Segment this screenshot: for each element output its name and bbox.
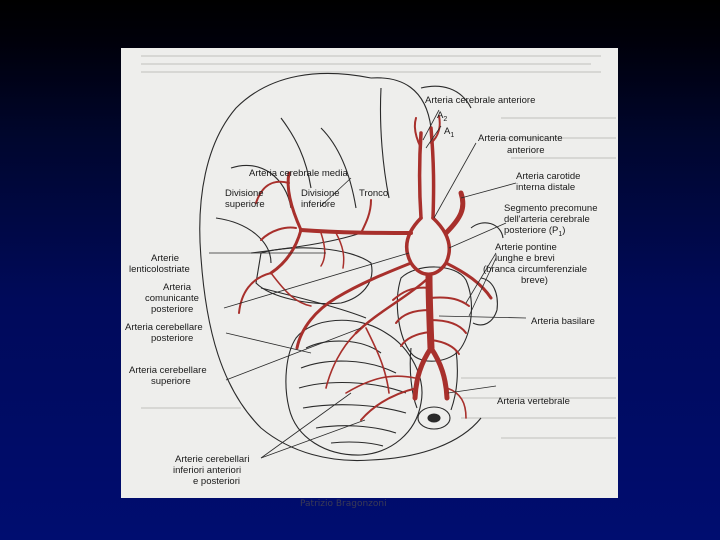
label-tronco: Tronco xyxy=(359,188,388,199)
label-carotide-2: interna distale xyxy=(516,182,575,193)
label-cerebrale-anteriore: Arteria cerebrale anteriore xyxy=(425,95,535,106)
label-lenticolostriate-2: lenticolostriate xyxy=(129,264,190,275)
label-segmento-2: dell'arteria cerebrale xyxy=(504,214,590,225)
background-text-lines xyxy=(141,55,616,439)
label-div-superiore-2: superiore xyxy=(225,199,265,210)
arteries xyxy=(238,115,493,421)
label-comunicante-anteriore-1: Arteria comunicante xyxy=(478,133,562,144)
footer-author: Patrizio Bragonzoni xyxy=(300,499,387,509)
label-cerebellari-1: Arterie cerebellari xyxy=(175,454,249,465)
brain-arteries-figure: Arteria cerebrale anteriore A2 A1 Arteri… xyxy=(121,48,618,498)
label-comunicante-posteriore-3: posteriore xyxy=(151,304,193,315)
leader-lines xyxy=(209,109,527,459)
label-a1: A1 xyxy=(444,126,454,139)
label-cerebellare-posteriore-2: posteriore xyxy=(151,333,193,344)
brain-outline xyxy=(199,72,504,462)
label-cerebellare-superiore-1: Arteria cerebellare xyxy=(129,365,207,376)
label-vertebrale: Arteria vertebrale xyxy=(497,396,570,407)
label-comunicante-posteriore-1: Arteria xyxy=(163,282,192,293)
label-cerebellare-posteriore-1: Arteria cerebellare xyxy=(125,322,203,333)
label-comunicante-posteriore-2: comunicante xyxy=(145,293,199,304)
label-pontine-1: Arterie pontine xyxy=(495,242,557,253)
label-cerebellare-superiore-2: superiore xyxy=(151,376,191,387)
label-div-superiore-1: Divisione xyxy=(225,188,264,199)
label-segmento-1: Segmento precomune xyxy=(504,203,597,214)
label-cerebrale-media: Arteria cerebrale media xyxy=(249,168,348,179)
label-carotide-1: Arteria carotide xyxy=(516,171,580,182)
label-div-inferiore-2: inferiore xyxy=(301,199,335,210)
label-comunicante-anteriore-2: anteriore xyxy=(507,145,545,156)
label-pontine-3: (branca circumferenziale xyxy=(483,264,587,275)
labels: Arteria cerebrale anteriore A2 A1 Arteri… xyxy=(125,95,597,487)
label-div-inferiore-1: Divisione xyxy=(301,188,340,199)
label-cerebellari-2: inferiori anteriori xyxy=(173,465,241,476)
label-pontine-4: breve) xyxy=(521,275,548,286)
label-segmento-3: posteriore (P1) xyxy=(504,225,565,238)
label-lenticolostriate-1: Arterie xyxy=(151,253,179,264)
label-pontine-2: lunghe e brevi xyxy=(495,253,555,264)
label-cerebellari-3: e posteriori xyxy=(193,476,240,487)
brain-base-diagram: Arteria cerebrale anteriore A2 A1 Arteri… xyxy=(125,55,616,487)
label-basilare: Arteria basilare xyxy=(531,316,595,327)
label-a2: A2 xyxy=(437,110,447,123)
